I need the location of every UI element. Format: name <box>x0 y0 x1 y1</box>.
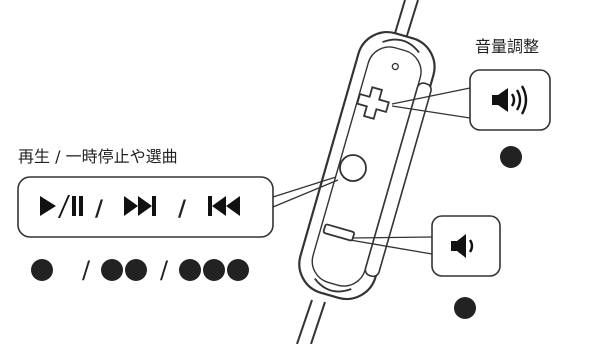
press-dot <box>203 259 225 281</box>
previous-track-icon <box>208 196 240 216</box>
press-dots-previous <box>179 259 249 281</box>
press-dots-next <box>101 259 147 281</box>
playback-title: 再生 / 一時停止や選曲 <box>18 147 178 166</box>
press-dot <box>500 146 522 168</box>
next-track-icon <box>124 196 156 216</box>
volume-title: 音量調整 <box>475 37 539 56</box>
press-dot <box>454 297 476 319</box>
press-dot <box>125 259 147 281</box>
press-separator-2: / <box>160 256 169 284</box>
leader-playback <box>272 176 339 208</box>
press-dots-volume-down <box>454 297 476 319</box>
volume-down-key[interactable] <box>322 223 355 242</box>
press-dots-play-pause <box>31 259 53 281</box>
speaker-loud-icon <box>492 85 528 115</box>
press-dot <box>101 259 123 281</box>
play-pause-icon <box>40 195 83 218</box>
volume-up-callout <box>469 69 551 131</box>
leader-lines <box>272 87 471 255</box>
playback-separator-1: / <box>95 197 104 222</box>
volume-up-key[interactable] <box>354 84 391 121</box>
speaker-quiet-icon <box>451 234 474 258</box>
leader-volume-down <box>349 236 433 255</box>
press-dot <box>179 259 201 281</box>
leader-volume-up <box>391 87 471 119</box>
remote-body <box>298 31 436 301</box>
playback-separator-2: / <box>178 197 187 222</box>
press-dots-volume-up <box>500 146 522 168</box>
press-dot <box>227 259 249 281</box>
press-separator-1: / <box>82 256 91 284</box>
center-key[interactable] <box>339 154 367 182</box>
press-dot <box>31 259 53 281</box>
